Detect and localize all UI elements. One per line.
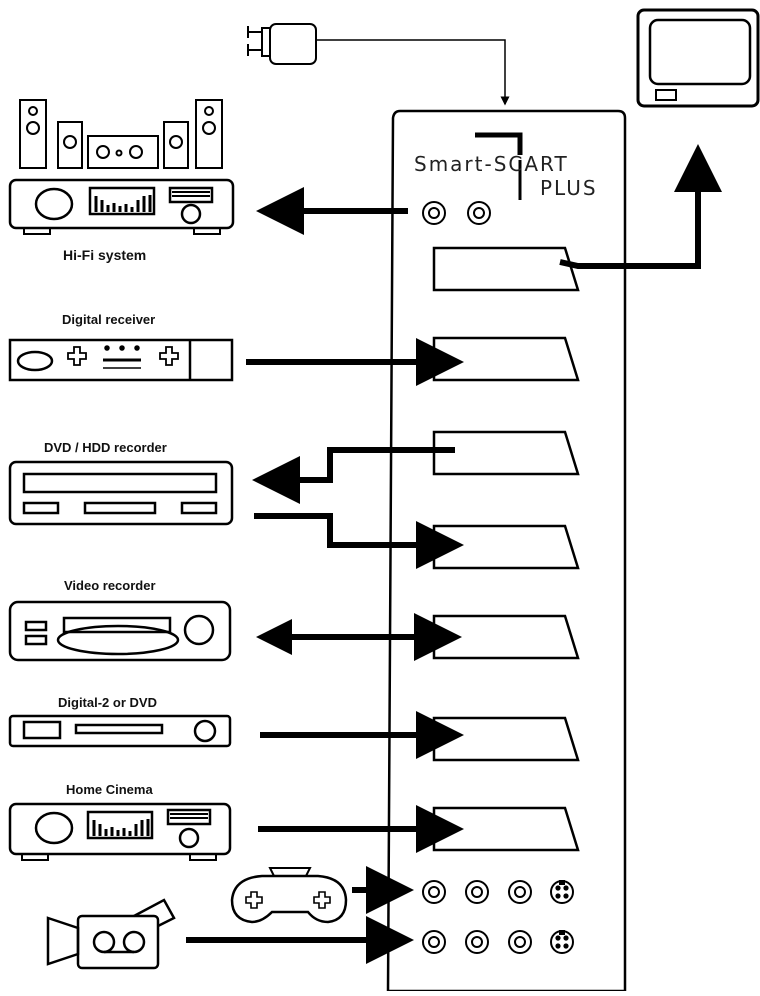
- brand-name: Smart-SCART: [414, 152, 569, 176]
- arrow-to-tv: [559, 144, 722, 269]
- smart-scart-hub: [386, 109, 627, 993]
- scart-socket-2: [432, 430, 580, 476]
- power-adapter-icon: [247, 23, 317, 65]
- audio-output-jacks: [422, 201, 491, 225]
- digital-receiver-icon: [8, 338, 234, 382]
- home-cinema-icon: [8, 802, 232, 861]
- device-label: Digital-2 or DVD: [58, 695, 157, 710]
- scart-socket-tv: [432, 246, 580, 292]
- front-input-jacks-row1: [422, 880, 574, 904]
- scart-sockets: [432, 246, 580, 852]
- device-label: DVD / HDD recorder: [44, 440, 167, 455]
- arrow-to-dvd-recorder: [252, 447, 455, 504]
- brand-plus: PLUS: [540, 176, 598, 200]
- digital2-dvd-icon: [8, 714, 232, 748]
- device-label: Digital receiver: [62, 312, 155, 327]
- game-controller-icon: [230, 867, 348, 924]
- power-cable: [316, 39, 510, 106]
- camcorder-icon: [46, 898, 176, 970]
- device-label: Hi-Fi system: [63, 247, 146, 263]
- television-icon: [636, 8, 760, 108]
- speakers-icon: [19, 99, 223, 169]
- scart-socket-5: [432, 716, 580, 762]
- device-label: Video recorder: [64, 578, 156, 593]
- dvd-hdd-recorder-icon: [8, 460, 234, 526]
- front-input-jacks-row2: [422, 930, 574, 954]
- hifi-amplifier-icon: [8, 178, 235, 235]
- video-recorder-icon: [8, 600, 232, 662]
- device-label: Home Cinema: [66, 782, 153, 797]
- arrow-from-dvd-recorder: [254, 513, 464, 569]
